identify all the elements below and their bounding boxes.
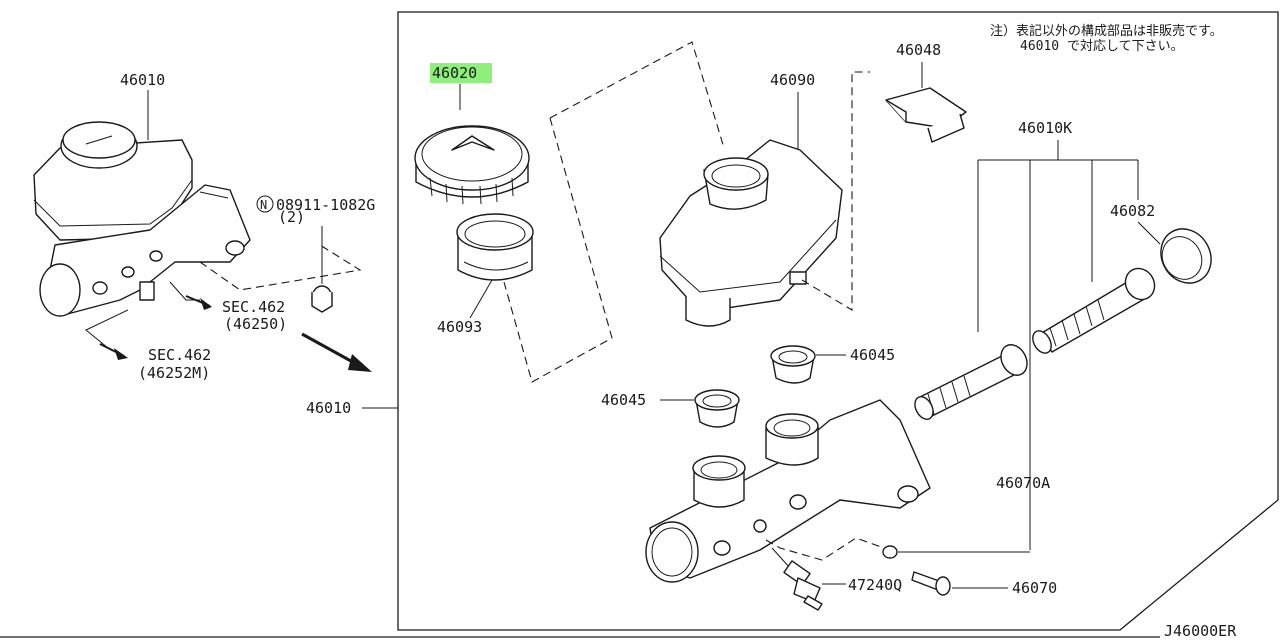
- o-ring[interactable]: [882, 545, 898, 559]
- label-46010K: 46010K: [1018, 119, 1072, 137]
- nut-reference: N 08911-1082G (2): [256, 195, 375, 226]
- sec-462-46250-reference[interactable]: SEC.462 (46250): [169, 281, 287, 333]
- label-46010-left: 46010: [120, 71, 165, 89]
- label-sec-462-a: SEC.462: [222, 298, 285, 316]
- label-sec-462-a-sub: (46250): [224, 315, 287, 333]
- assembly-frame: [397, 11, 1279, 631]
- note-line-2: 46010 で対応して下さい。: [1020, 39, 1184, 54]
- reservoir-seal[interactable]: [456, 213, 534, 281]
- label-46020: 46020: [432, 64, 477, 82]
- label-sec-462-b: SEC.462: [148, 346, 211, 364]
- highlight-46020: [430, 63, 492, 83]
- nut-part[interactable]: [311, 285, 333, 313]
- reservoir-grommet-right[interactable]: [770, 345, 816, 384]
- label-nut-quantity: (2): [278, 208, 305, 226]
- sec-462-46252m-reference[interactable]: SEC.462 (46252M): [85, 309, 211, 382]
- label-nut-part-number: 08911-1082G: [276, 196, 375, 214]
- master-cylinder-assembly-left[interactable]: [33, 121, 251, 317]
- reservoir-cap[interactable]: [414, 125, 530, 205]
- note-line-1: 注）表記以外の構成部品は非販売です。: [990, 23, 1223, 39]
- master-cylinder-body[interactable]: [645, 399, 931, 583]
- label-46090: 46090: [770, 71, 815, 89]
- label-46045-right: 46045: [850, 346, 895, 364]
- cylinder-ring[interactable]: [1151, 220, 1221, 292]
- label-46070A: 46070A: [996, 474, 1050, 492]
- secondary-piston-kit[interactable]: [1029, 263, 1160, 356]
- primary-piston-kit[interactable]: [911, 340, 1032, 422]
- label-46093: 46093: [437, 318, 482, 336]
- fluid-level-switch[interactable]: [771, 547, 823, 611]
- reservoir-clip[interactable]: [885, 87, 967, 143]
- label-46010-assembly: 46010: [306, 399, 351, 417]
- reservoir-grommet-left[interactable]: [694, 389, 740, 428]
- exploded-view-arrow: [301, 332, 372, 372]
- label-sec-462-b-sub: (46252M): [138, 364, 210, 382]
- label-47240Q: 47240Q: [848, 576, 902, 594]
- drawing-code: J46000ER: [1164, 622, 1237, 640]
- label-46070: 46070: [1012, 579, 1057, 597]
- label-46082: 46082: [1110, 202, 1155, 220]
- fluid-reservoir[interactable]: [659, 139, 843, 327]
- label-46045-left: 46045: [601, 391, 646, 409]
- label-46048: 46048: [896, 41, 941, 59]
- stopper-pin[interactable]: [911, 571, 951, 596]
- nut-prefix-symbol: N: [260, 198, 267, 212]
